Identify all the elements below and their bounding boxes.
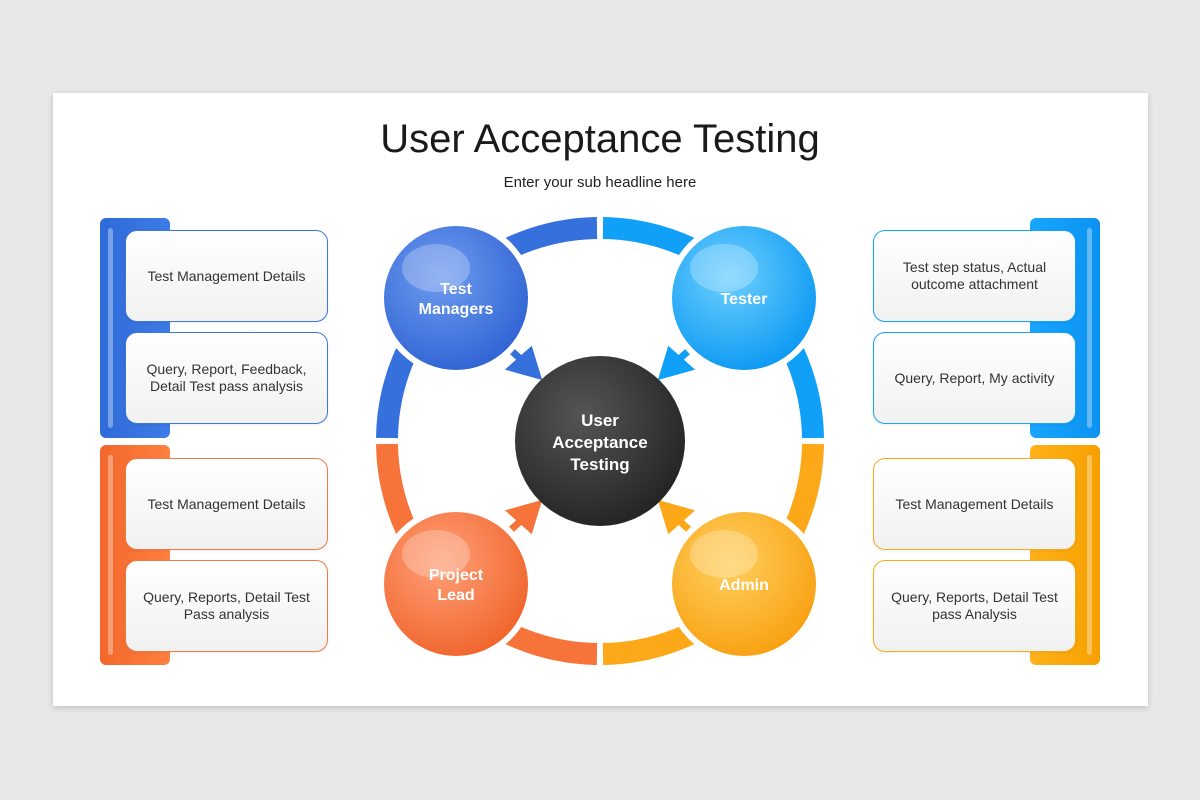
right-card-test-management: Test Management Details xyxy=(873,458,1076,550)
role-test-managers-line1: Test xyxy=(440,281,472,298)
role-admin: Admin xyxy=(719,577,769,594)
center-label-line2: Acceptance xyxy=(552,433,647,452)
page-subtitle: Enter your sub headline here xyxy=(503,174,697,191)
right-card-query-reports-detail: Query, Reports, Detail Test pass Analysi… xyxy=(873,560,1076,652)
page-title: User Acceptance Testing xyxy=(380,117,820,161)
left-card-query-report-feedback: Query, Report, Feedback, Detail Test pas… xyxy=(125,332,328,424)
circle-test-managers xyxy=(378,220,534,376)
left-card-test-management-2: Test Management Details xyxy=(125,458,328,550)
left-card-test-management: Test Management Details xyxy=(125,230,328,322)
role-project-lead-line1: Project xyxy=(429,567,484,584)
left-card-query-reports-detail: Query, Reports, Detail Test Pass analysi… xyxy=(125,560,328,652)
center-circle xyxy=(515,356,685,526)
center-label-line3: Testing xyxy=(570,455,629,474)
role-test-managers-line2: Managers xyxy=(419,301,494,318)
right-card-test-step-status: Test step status, Actual outcome attachm… xyxy=(873,230,1076,322)
circle-project-lead xyxy=(378,506,534,662)
role-project-lead-line2: Lead xyxy=(437,587,474,604)
circle-tester xyxy=(666,220,822,376)
circle-admin xyxy=(666,506,822,662)
center-label-line1: User xyxy=(581,411,619,430)
role-tester: Tester xyxy=(721,291,768,308)
right-card-query-report-activity: Query, Report, My activity xyxy=(873,332,1076,424)
